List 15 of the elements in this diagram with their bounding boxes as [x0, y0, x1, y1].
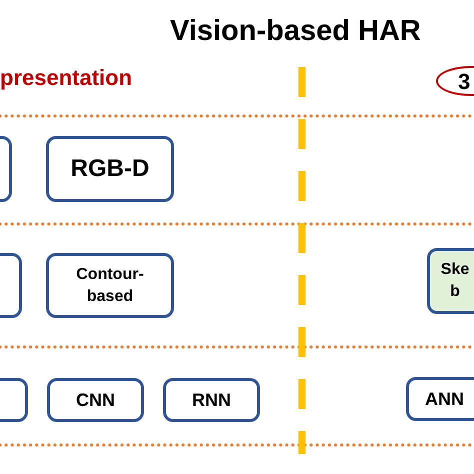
box-label: ANN	[425, 388, 464, 410]
category-box	[46, 253, 174, 318]
box-label: RNN	[192, 388, 231, 412]
section-heading: presentation	[0, 64, 132, 92]
box-label: Ske b	[440, 260, 470, 302]
title: Vision-based HAR	[170, 14, 421, 49]
category-box	[47, 378, 144, 422]
number-label: 3	[458, 68, 470, 96]
category-box	[46, 136, 174, 202]
category-box	[163, 378, 260, 422]
box-label: Contour-based	[75, 264, 145, 306]
box-label: RGB-D	[70, 154, 150, 184]
box-label: CNN	[76, 388, 115, 412]
empty-box	[0, 378, 28, 422]
category-box	[406, 377, 474, 421]
